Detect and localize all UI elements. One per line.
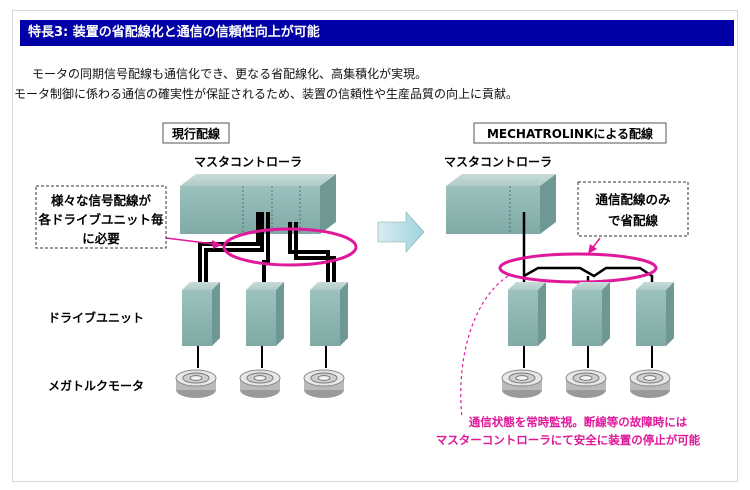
left-motor-cables bbox=[197, 346, 327, 368]
left-callout-line-3: に必要 bbox=[82, 231, 120, 246]
comparison-arrow bbox=[377, 211, 425, 253]
left-motor-2 bbox=[239, 369, 281, 399]
left-drive-unit-2 bbox=[246, 282, 284, 346]
right-master-controller bbox=[446, 174, 556, 234]
left-callout-box bbox=[35, 185, 167, 249]
description-line-2: モータ制御に係わる通信の確実性が保証されるため、装置の信頼性や生産品質の向上に貢… bbox=[14, 87, 519, 101]
right-controller-label: マスタコントローラ bbox=[444, 155, 552, 169]
left-motor-label: メガトルクモータ bbox=[48, 378, 144, 393]
right-highlight-ellipse bbox=[498, 252, 658, 284]
right-callout-box bbox=[577, 181, 689, 237]
right-drive-unit-1 bbox=[508, 282, 546, 346]
left-heading-box bbox=[162, 122, 230, 144]
left-callout-line-1: 様々な信号配線が bbox=[51, 193, 152, 208]
right-motor-cables bbox=[523, 346, 653, 368]
right-heading: MECHATROLINKによる配線 bbox=[487, 126, 653, 141]
description-line-1: モータの同期信号配線も通信化でき、更なる省配線化、高集積化が実現。 bbox=[32, 67, 428, 81]
left-motor-3 bbox=[303, 369, 345, 399]
right-drive-unit-2 bbox=[572, 282, 610, 346]
left-drive-label: ドライブユニット bbox=[48, 310, 144, 325]
left-drive-unit-1 bbox=[182, 282, 220, 346]
left-heading: 現行配線 bbox=[172, 126, 220, 141]
left-signal-wires bbox=[198, 212, 336, 284]
right-note-pointer bbox=[460, 275, 509, 419]
section-title: 特長3: 装置の省配線化と通信の信頼性向上が可能 bbox=[20, 20, 734, 46]
right-panel: MECHATROLINKによる配線 マスタコントローラ 通信配線のみ で省配線 bbox=[436, 122, 701, 447]
right-motor-2 bbox=[565, 369, 607, 399]
left-callout-line-2: 各ドライブユニット毎 bbox=[37, 212, 164, 227]
right-motor-3 bbox=[629, 369, 671, 399]
left-controller-label: マスタコントローラ bbox=[194, 155, 302, 169]
right-heading-box bbox=[473, 122, 667, 144]
right-callout-line-1: 通信配線のみ bbox=[595, 192, 671, 207]
description: モータの同期信号配線も通信化でき、更なる省配線化、高集積化が実現。 モータ制御に… bbox=[14, 64, 518, 104]
right-note-line-1: 通信状態を常時監視。断線等の故障時には bbox=[469, 415, 688, 429]
left-panel: 現行配線 マスタコントローラ 様々な信号配線が 各ドライブユニット毎 に必要 bbox=[35, 122, 358, 399]
left-drive-unit-3 bbox=[310, 282, 348, 346]
right-drive-unit-3 bbox=[636, 282, 674, 346]
right-callout-line-2: で省配線 bbox=[608, 213, 659, 228]
left-highlight-ellipse bbox=[222, 227, 358, 267]
right-motor-1 bbox=[501, 369, 543, 399]
left-motor-1 bbox=[175, 369, 217, 399]
right-note-line-2: マスターコントローラにて安全に装置の停止が可能 bbox=[436, 433, 701, 447]
